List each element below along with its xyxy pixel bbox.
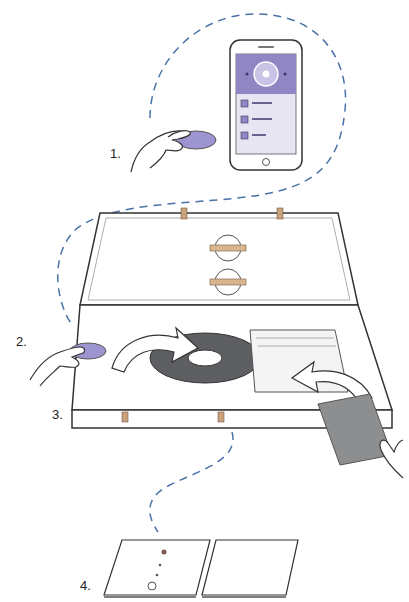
- phone-part: [284, 73, 287, 76]
- case-base-part: [122, 412, 128, 422]
- plates-part: [202, 596, 286, 598]
- case-lid-part: [88, 218, 350, 300]
- hand-with-sheet-part: [380, 440, 403, 478]
- case-lid: [80, 208, 358, 305]
- hand-with-tag: [131, 131, 216, 172]
- plates-part: [202, 540, 298, 595]
- case-lid-part: [181, 208, 187, 219]
- phone-part: [241, 100, 248, 107]
- hand-with-tag: [30, 343, 106, 386]
- plates-part: [104, 540, 210, 595]
- phone-part: [252, 118, 272, 120]
- phone: [230, 40, 302, 170]
- phone-part: [254, 62, 278, 86]
- case-lid-part: [210, 245, 246, 251]
- plates-part: [148, 582, 156, 590]
- phone-part: [252, 102, 272, 104]
- phone-part: [258, 46, 274, 48]
- dashed-path: [150, 432, 233, 532]
- phone-part: [246, 73, 249, 76]
- phone-part: [236, 54, 296, 94]
- phone-part: [230, 40, 302, 170]
- phone-part: [263, 71, 270, 78]
- phone-part: [263, 159, 270, 166]
- plates-part: [104, 596, 196, 598]
- callout-number: 4.: [80, 578, 91, 594]
- hand-with-tag-part: [30, 347, 85, 386]
- case-lid-part: [80, 213, 358, 305]
- phone-part: [236, 54, 296, 154]
- phone-part: [241, 116, 248, 123]
- case-lid-part: [277, 208, 283, 219]
- insert-arrow: [112, 328, 198, 372]
- hand-with-sheet: [318, 394, 403, 478]
- callout-number: 1.: [110, 146, 121, 162]
- hand-with-sheet-part: [318, 394, 392, 465]
- plates-part: [156, 574, 159, 577]
- case-base-part: [218, 412, 224, 422]
- hand-with-tag-part: [168, 131, 190, 139]
- plates-part: [162, 550, 167, 555]
- callout-number: 3.: [52, 407, 63, 423]
- case-base-part: [72, 305, 392, 410]
- plates: [104, 540, 298, 597]
- callout-number: 2.: [16, 334, 27, 350]
- phone-part: [241, 132, 248, 139]
- plates-part: [159, 564, 162, 567]
- case-base-part: [258, 346, 336, 347]
- case-base-part: [188, 350, 222, 366]
- case-base-part: [256, 338, 334, 339]
- phone-part: [252, 134, 266, 136]
- case-lid-part: [210, 279, 246, 285]
